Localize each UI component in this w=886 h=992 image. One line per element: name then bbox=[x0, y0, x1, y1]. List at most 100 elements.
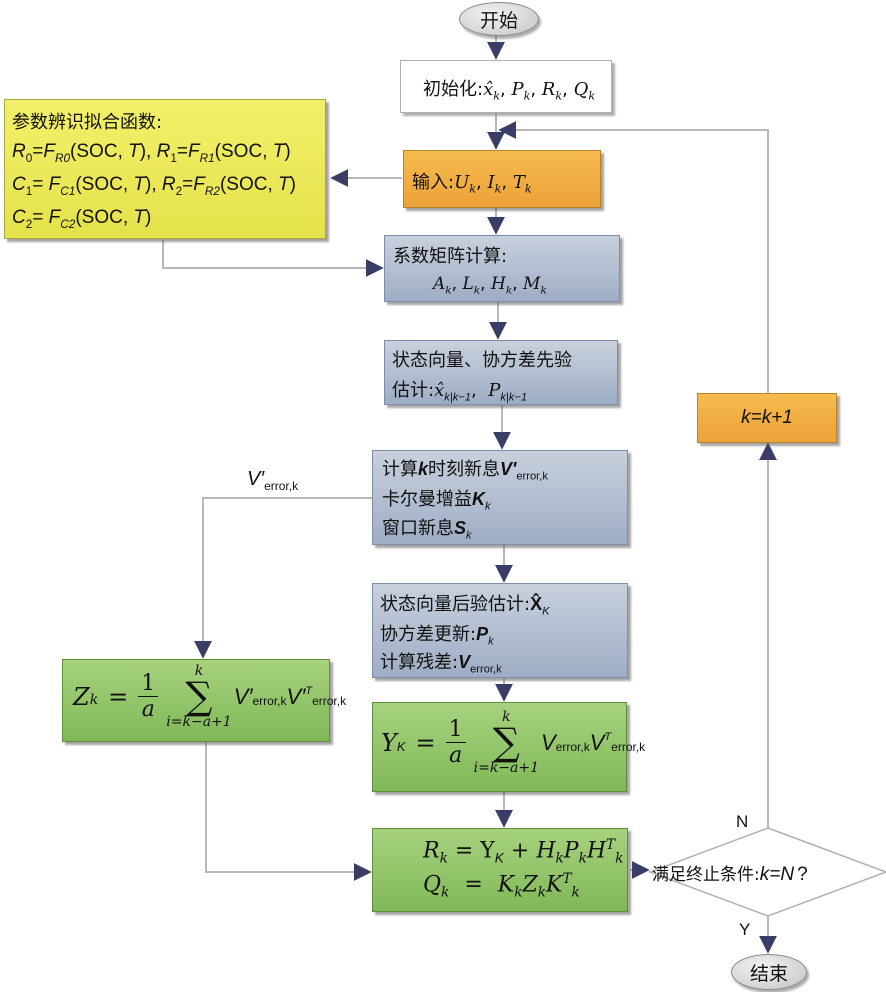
zk-lhs-sub: k bbox=[89, 692, 99, 708]
zk-term2-sup: T bbox=[305, 685, 313, 697]
params-line-2: C1= FC1(SOC, T), R2=FR2(SOC, T) bbox=[12, 174, 296, 198]
posterior-sub-2: k bbox=[488, 635, 494, 648]
decision-diamond bbox=[647, 827, 886, 917]
update-r-lhs: R bbox=[423, 838, 440, 864]
zk-eq: = bbox=[108, 683, 129, 711]
start-terminal: 开始 bbox=[459, 2, 539, 36]
input-var-i: I bbox=[487, 172, 495, 193]
yk-sum-top: k bbox=[502, 709, 511, 725]
update-r-p: P bbox=[563, 838, 579, 864]
t: T bbox=[133, 174, 145, 195]
update-q-k2-sub: k bbox=[571, 884, 580, 901]
innov-mid: 时刻新息 bbox=[428, 459, 501, 480]
update-q-z: Z bbox=[522, 872, 538, 898]
prior-x: x̂ bbox=[434, 380, 445, 401]
coeff-var-a: A bbox=[433, 274, 446, 294]
decision-cond: k=N bbox=[759, 864, 795, 885]
innov-window-var: S bbox=[454, 518, 467, 538]
edge-label-sub: error,k bbox=[264, 479, 299, 493]
coeff-var-m: M bbox=[523, 274, 541, 294]
params-line-3: C2= FC2(SOC, T) bbox=[12, 207, 152, 231]
yk-term: V bbox=[541, 730, 556, 755]
input-sub: k bbox=[469, 182, 477, 196]
edge-loop-return bbox=[498, 121, 769, 398]
innov-line-3: 窗口新息Sk bbox=[382, 514, 472, 542]
innov-prefix: 计算 bbox=[382, 459, 418, 480]
innov-gain-label: 卡尔曼增益 bbox=[382, 489, 472, 510]
yk-den: a bbox=[449, 742, 463, 768]
coeff-var-h: H bbox=[490, 274, 506, 294]
posterior-var-1: X̂ bbox=[530, 594, 543, 614]
prior-sub: k|k−1 bbox=[444, 391, 472, 404]
soc: SOC bbox=[226, 174, 268, 195]
edge-innov-zk bbox=[194, 497, 372, 659]
input-sub: k bbox=[524, 182, 532, 196]
update-q-lhs-sub: k bbox=[441, 884, 450, 901]
decision-text: 满足终止条件:k=N? bbox=[652, 860, 808, 886]
init-sub: k bbox=[493, 89, 500, 103]
zk-term-sub: error,k bbox=[252, 694, 287, 708]
input-var-t: T bbox=[512, 172, 525, 193]
params-line-1: R0=FR0(SOC, T), R1=FR1(SOC, T) bbox=[12, 141, 291, 165]
init-text: 初始化:x̂k, Pk, Rk, Qk bbox=[423, 79, 596, 103]
prior-line-1: 状态向量、协方差先验 bbox=[392, 350, 572, 371]
decision-no-label: N bbox=[736, 812, 749, 831]
soc: SOC bbox=[81, 207, 123, 228]
zk-num: 1 bbox=[138, 671, 159, 697]
update-q-k1-sub: k bbox=[514, 884, 523, 901]
yk-sum-bot: i=k−a+1 bbox=[473, 760, 540, 776]
prior-line-2: 估计:x̂k|k−1, Pk|k−1 bbox=[392, 380, 528, 404]
yk-term-sub: error,k bbox=[555, 740, 590, 754]
prior-sub: k|k−1 bbox=[500, 391, 528, 404]
soc: SOC bbox=[76, 141, 118, 162]
update-box: Rk = YK + HkPkHTk Qk = KkZkKTk bbox=[372, 828, 628, 912]
innov-line-2: 卡尔曼增益Kk bbox=[382, 485, 491, 513]
input-prefix: 输入: bbox=[412, 172, 455, 193]
coeff-sub: k bbox=[445, 284, 452, 297]
posterior-prefix-1: 状态向量后验估计: bbox=[380, 594, 531, 615]
update-q-k1: K bbox=[497, 872, 515, 898]
update-q-k2: K bbox=[546, 872, 563, 898]
prior-box: 状态向量、协方差先验 估计:x̂k|k−1, Pk|k−1 bbox=[384, 340, 618, 405]
sigma-icon: ∑ bbox=[185, 674, 213, 718]
zk-term2-sub: error,k bbox=[312, 694, 347, 708]
posterior-line-3: 计算残差:Verror,k bbox=[380, 648, 502, 676]
posterior-line-1: 状态向量后验估计:X̂K bbox=[380, 590, 550, 618]
init-prefix: 初始化: bbox=[423, 79, 484, 100]
coeff-sub: k bbox=[505, 284, 513, 297]
posterior-line-2: 协方差更新:Pk bbox=[380, 620, 494, 648]
update-r-line: Rk = YK + HkPkHTk bbox=[423, 837, 623, 867]
innov-line-1: 计算k时刻新息V′error,k bbox=[382, 455, 548, 483]
update-q-eq: = bbox=[464, 872, 483, 898]
update-r-h-sub: k bbox=[555, 850, 564, 867]
end-terminal: 结束 bbox=[731, 954, 807, 990]
zk-sum-bot: i=k−a+1 bbox=[166, 714, 232, 730]
input-text: 输入:Uk, Ik, Tk bbox=[412, 172, 532, 196]
innov-v: V′ bbox=[500, 459, 517, 479]
decision-question: ? bbox=[797, 864, 808, 885]
innov-gain-sub: k bbox=[485, 500, 491, 513]
update-r-plus: + H bbox=[510, 838, 556, 864]
update-r-h2-sup: T bbox=[606, 837, 616, 853]
update-q-k2-sup: T bbox=[562, 871, 572, 887]
t: T bbox=[272, 141, 285, 162]
innov-window-label: 窗口新息 bbox=[382, 518, 454, 539]
edge-label-verror: V′error,k bbox=[247, 466, 298, 493]
update-r-rhs: = Y bbox=[454, 838, 495, 864]
t: T bbox=[128, 141, 140, 162]
yk-num: 1 bbox=[445, 717, 466, 743]
edge-label-v: V′ bbox=[247, 468, 265, 490]
decision-prefix: 满足终止条件: bbox=[652, 865, 760, 885]
posterior-sub-1: K bbox=[542, 605, 550, 618]
update-q-z-sub: k bbox=[537, 884, 547, 901]
init-var-x: x̂ bbox=[483, 79, 494, 100]
coeff-var-l: L bbox=[462, 274, 474, 294]
update-r-h2: H bbox=[586, 838, 607, 864]
zk-sum: k∑i=k−a+1 bbox=[166, 664, 231, 730]
init-var-r: R bbox=[541, 79, 556, 100]
update-r-rhs-sub: K bbox=[494, 850, 504, 866]
